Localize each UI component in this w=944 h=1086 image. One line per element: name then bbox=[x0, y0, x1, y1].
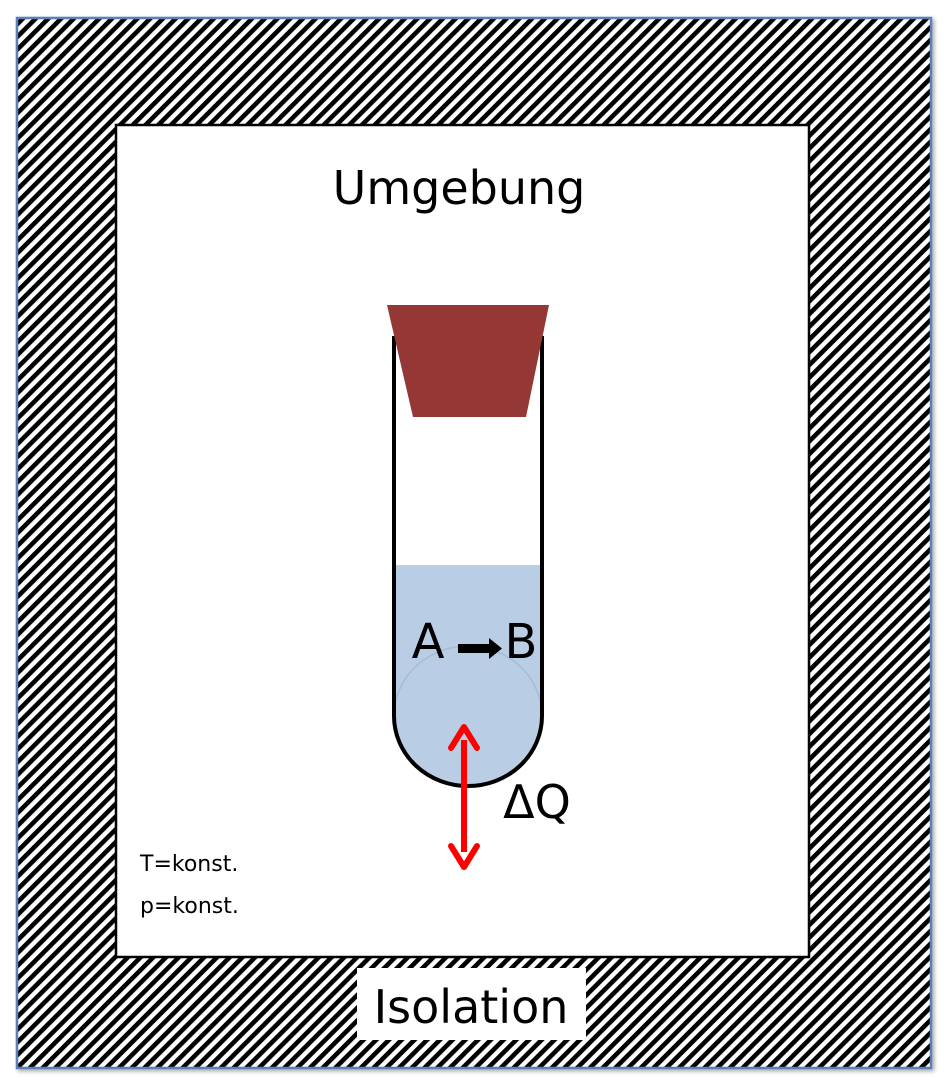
test-tube bbox=[392, 336, 544, 788]
liquid bbox=[394, 565, 542, 786]
temperature-condition: T=konst. bbox=[139, 852, 238, 877]
double-headed-arrow-icon bbox=[448, 724, 480, 870]
heat-label: ΔQ bbox=[503, 775, 571, 829]
pressure-condition: p=konst. bbox=[140, 894, 239, 919]
right-arrow-icon bbox=[458, 638, 502, 659]
product-label: B bbox=[505, 614, 538, 670]
insulation-label-background bbox=[357, 968, 586, 1040]
stopper bbox=[387, 305, 549, 417]
surroundings-label: Umgebung bbox=[333, 161, 586, 215]
insulation-label: Isolation bbox=[374, 980, 569, 1034]
reactant-label: A bbox=[412, 614, 445, 670]
